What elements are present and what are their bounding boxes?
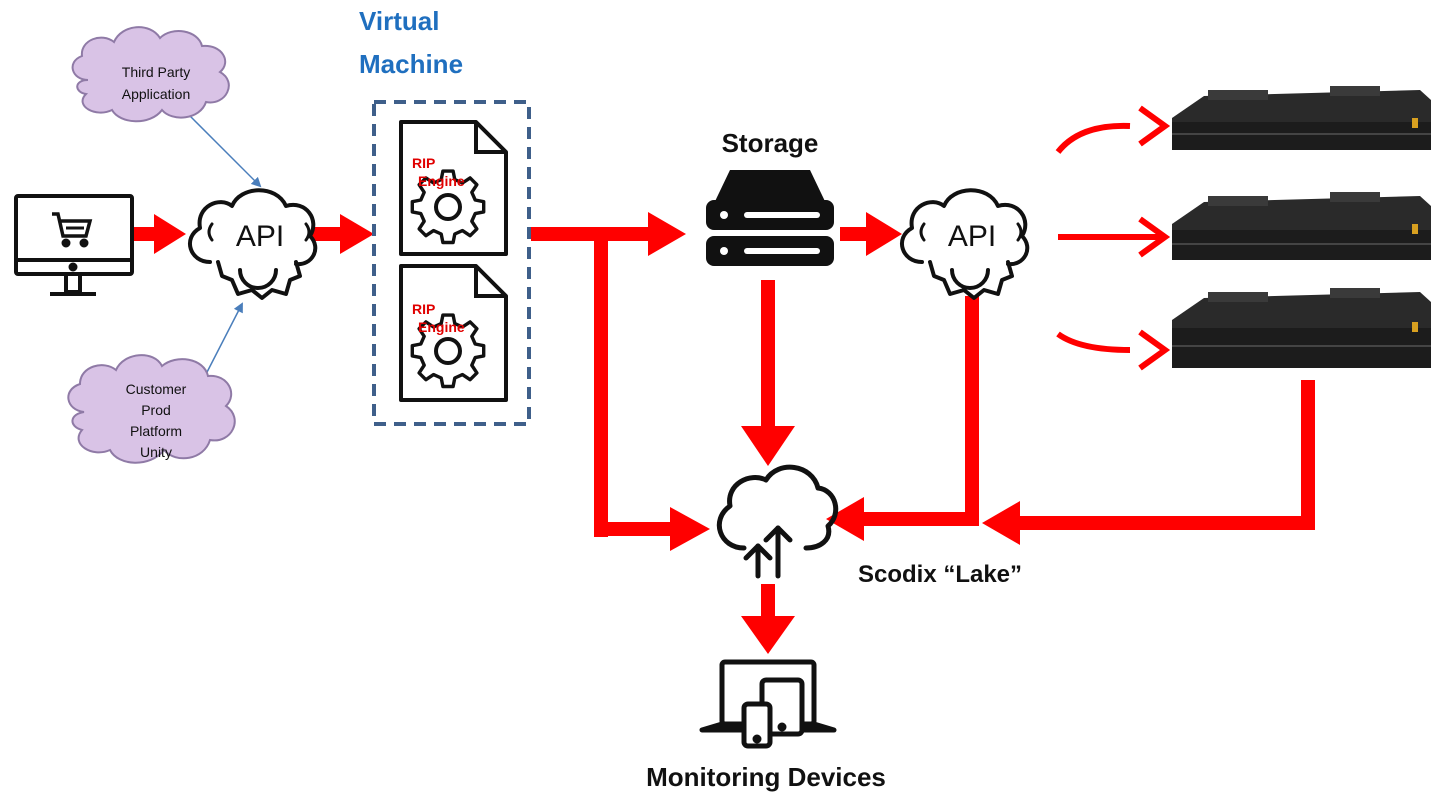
customer-label-line1: Customer [126,381,187,397]
cloud-customer: Customer Prod Platform Unity [67,354,236,464]
shopping-cart-monitor-icon [14,194,134,296]
arrow-vm-to-storage [531,212,686,256]
arrow-computer-to-api [134,214,186,254]
third-party-label-line1: Third Party [122,64,190,80]
customer-label-line4: Unity [140,444,172,460]
press-printer-icon-2 [1172,192,1431,260]
multi-device-icon [699,659,837,749]
api-left-label: API [236,220,284,253]
rip-top-line1: RIP [412,155,435,171]
lake-label: Scodix “Lake” [858,561,1022,588]
rip-bottom-line2: Engine [418,319,465,335]
api-cloud-gear-icon-right: API [900,188,1030,300]
customer-label-line3: Platform [130,423,182,439]
monitoring-label: Monitoring Devices [646,762,886,792]
cloud-upload-icon [716,464,839,579]
customer-label-line2: Prod [141,402,171,418]
flow-arrows [134,105,1315,654]
arrow-to-printer-3 [1056,329,1171,371]
press-printer-icon-1 [1172,86,1431,150]
arrow-vm-to-lake [594,227,710,551]
server-storage-icon [706,170,834,266]
storage-title: Storage [722,128,819,158]
press-printer-icon-3 [1172,288,1431,368]
gear-document-icon-top: RIP Engine [399,120,508,256]
vm-title-line1: Virtual [359,6,439,36]
thin-arrow-customer [203,302,243,379]
arrow-api-to-lake [826,296,979,541]
vm-title-line2: Machine [359,49,463,79]
thin-arrow-third-party [187,113,262,188]
cloud-third-party: Third Party Application [71,26,230,123]
third-party-label-line2: Application [122,86,191,102]
api-cloud-gear-icon-left: API [188,188,318,300]
arrow-storage-to-api [840,212,902,256]
arrow-storage-to-lake [741,280,795,466]
rip-top-line2: Engine [418,173,465,189]
arrow-lake-to-devices [741,584,795,654]
gear-document-icon-bottom: RIP Engine [399,264,508,402]
api-right-label: API [948,220,996,253]
arrow-to-printer-1 [1055,105,1171,154]
arrow-printers-to-lake [982,380,1315,545]
arrow-to-printer-2 [1058,216,1171,258]
rip-bottom-line1: RIP [412,301,435,317]
arrow-api-to-vm [312,214,374,254]
